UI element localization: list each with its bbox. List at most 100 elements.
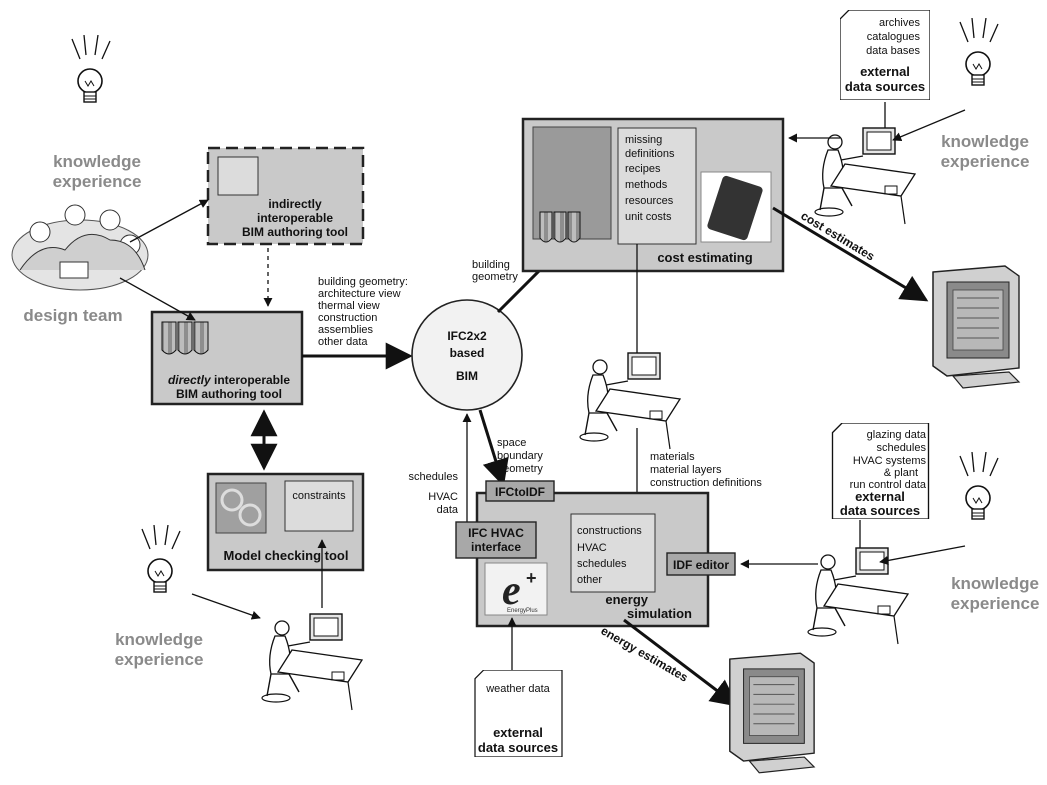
data-sources-label: data sources — [845, 79, 925, 94]
idf-editor-label: IDF editor — [673, 558, 729, 572]
experience-label: experience — [115, 650, 204, 669]
weather-data-label: weather data — [485, 683, 550, 695]
arrow-energy-to-estimates — [623, 618, 739, 707]
model-checking-tool[interactable]: constraints Model checking tool — [206, 472, 365, 572]
energy-estimates-label: energy estimates — [599, 623, 691, 684]
user-at-workstation-icon — [807, 547, 909, 645]
data-sources-label: data sources — [478, 740, 558, 755]
energy-item: other — [577, 574, 602, 586]
cost-item: definitions — [625, 148, 675, 160]
text-line: space — [497, 437, 526, 449]
materials-labels: materials material layers construction d… — [650, 451, 762, 489]
source-item: HVAC systems — [853, 455, 927, 467]
cost-item: unit costs — [625, 211, 672, 223]
external-label: external — [860, 64, 910, 79]
monitor-icon — [729, 652, 815, 774]
indirect-bim-tool[interactable]: indirectly interoperable BIM authoring t… — [206, 146, 365, 246]
cost-external-sources: archives catalogues data bases external … — [840, 10, 930, 100]
knowledge-group-top-right: knowledge experience — [941, 18, 1030, 171]
design-team-group: design team — [11, 204, 149, 325]
cost-estimating-title: cost estimating — [657, 250, 752, 265]
energy-item: schedules — [577, 558, 627, 570]
bim-line3: BIM — [456, 369, 478, 383]
direct-bim-tool[interactable]: directly interoperable BIM authoring too… — [150, 310, 304, 406]
lightbulb-icon — [141, 525, 181, 593]
text-line: construction — [318, 312, 377, 324]
space-boundary-labels: space boundary geometry — [497, 437, 543, 475]
energy-simulation-tool[interactable]: IFCtoIDF IFC HVAC interface construction… — [455, 480, 736, 628]
knowledge-label: knowledge — [115, 630, 203, 649]
cost-item: missing — [625, 134, 662, 146]
arrow-knowledge-to-user — [191, 593, 261, 620]
arrow-team-to-direct — [119, 277, 196, 321]
direct-tool-line1: directly interoperable — [168, 373, 290, 387]
cost-item: recipes — [625, 163, 661, 175]
ifctoidf-label: IFCtoIDF — [495, 485, 545, 499]
source-item: & plant — [884, 467, 918, 479]
text-line: data — [437, 504, 459, 516]
text-line: building geometry: — [318, 276, 408, 288]
building-geometry-top-labels: building geometry — [472, 259, 518, 283]
hvac-interface-line1: IFC HVAC — [468, 526, 524, 540]
energy-item: constructions — [577, 525, 642, 537]
external-label: external — [493, 725, 543, 740]
text-line: geometry — [497, 463, 543, 475]
bim-line1: IFC2x2 — [447, 329, 487, 343]
source-item: archives — [879, 17, 920, 29]
ifc-logo-icon — [539, 211, 581, 243]
knowledge-label: knowledge — [941, 132, 1029, 151]
ifc-bim-hub[interactable]: IFC2x2 based BIM — [411, 299, 523, 411]
text-line: HVAC — [428, 491, 458, 503]
ifctoidf-module[interactable] — [485, 480, 555, 502]
experience-label: experience — [53, 172, 142, 191]
cost-estimating-tool[interactable]: missing definitions recipes methods reso… — [521, 117, 785, 273]
cost-estimates-label: cost estimates — [798, 209, 877, 264]
source-item: data bases — [866, 45, 920, 57]
monitor-icon — [932, 265, 1020, 389]
tool-thumbnail-icon — [217, 156, 259, 196]
text-line: material layers — [650, 464, 722, 476]
model-checking-title: Model checking tool — [224, 548, 349, 563]
design-team-label: design team — [23, 306, 122, 325]
energy-title-line1: energy — [605, 592, 648, 607]
indirect-tool-line2: interoperable — [257, 211, 333, 225]
source-item: run control data — [850, 479, 927, 491]
constraints-label: constraints — [292, 490, 346, 502]
energyplus-logo-icon: e + EnergyPlus — [484, 562, 548, 616]
energyplus-logo-text: EnergyPlus — [507, 608, 538, 614]
svg-text:e: e — [502, 568, 521, 614]
user-at-workstation-icon — [579, 352, 681, 450]
hvac-interface-line2: interface — [471, 540, 521, 554]
text-line: architecture view — [318, 288, 401, 300]
building-geometry-left-labels: building geometry: architecture view the… — [318, 276, 408, 348]
energy-item: HVAC — [577, 542, 607, 554]
user-at-workstation-icon — [261, 613, 363, 711]
arrow-knowledge-to-user — [879, 545, 966, 565]
arrow-bim-to-ifctoidf — [478, 409, 509, 487]
experience-label: experience — [941, 152, 1030, 171]
bim-line2: based — [450, 346, 485, 360]
ifc-logo-icon — [161, 321, 209, 355]
experience-label: experience — [951, 594, 1040, 613]
text-line: other data — [318, 336, 368, 348]
text-line: schedules — [408, 471, 458, 483]
external-label: external — [855, 489, 905, 504]
knowledge-group-bottom-right: knowledge experience — [951, 452, 1040, 613]
knowledge-group-bottom-left: knowledge experience — [115, 525, 204, 669]
source-item: glazing data — [867, 429, 927, 441]
indirect-tool-line1: indirectly — [268, 197, 322, 211]
energy-external-sources: glazing data schedules HVAC systems & pl… — [831, 423, 930, 519]
idf-editor-module[interactable] — [666, 552, 736, 576]
lightbulb-icon — [71, 35, 111, 103]
indirect-tool-line3: BIM authoring tool — [242, 225, 348, 239]
data-sources-label: data sources — [840, 503, 920, 518]
text-line: boundary — [497, 450, 543, 462]
ifc-hvac-interface-module[interactable] — [455, 521, 537, 559]
schedules-hvac-labels: schedules HVAC data — [408, 471, 458, 516]
cost-item: resources — [625, 195, 674, 207]
text-line: assemblies — [318, 324, 374, 336]
knowledge-group-top-left: knowledge experience — [53, 35, 142, 191]
lightbulb-icon — [959, 452, 999, 520]
energy-title-line2: simulation — [627, 606, 692, 621]
